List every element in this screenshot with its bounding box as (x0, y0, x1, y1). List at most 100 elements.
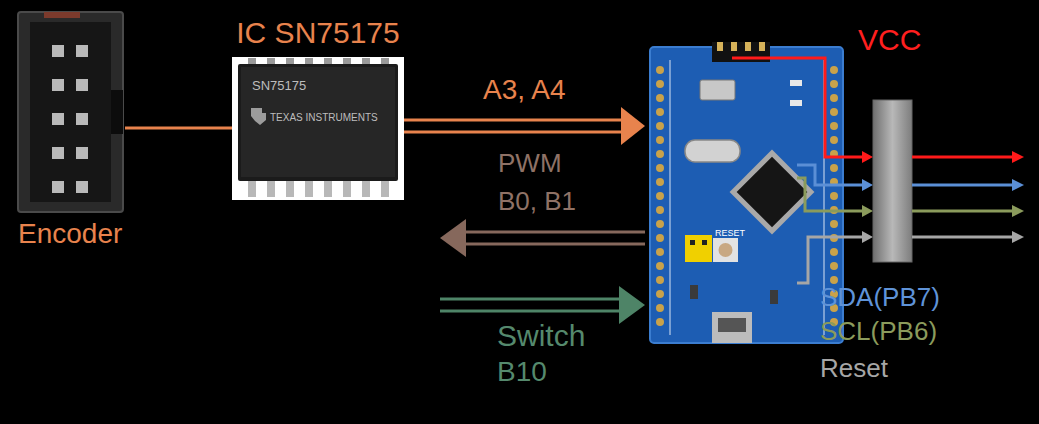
board-silkscreen: RESET (715, 228, 745, 239)
blue-pill-board-graphic-part-part (656, 276, 664, 284)
encoder-connector-graphic-part (76, 45, 88, 57)
output-wires-part (1012, 179, 1024, 191)
blue-pill-board-graphic-part-part (656, 122, 664, 130)
header-wires (732, 58, 873, 283)
label-holder: B0, B1 (498, 186, 576, 216)
blue-pill-board-graphic-part-part (656, 192, 664, 200)
header-wires-part (862, 179, 873, 191)
blue-pill-board-graphic-part-part (656, 248, 664, 256)
chip-photo-part (251, 108, 266, 125)
pin-label: SCL(PB6) (820, 316, 937, 346)
blue-pill-board-graphic-part (730, 150, 815, 235)
blue-pill-board-graphic-part-part (656, 150, 664, 158)
blue-pill-board-graphic-part (712, 312, 752, 343)
encoder-connector-graphic (18, 12, 123, 212)
blue-pill-board-graphic-part-part (830, 80, 838, 88)
chip-photo-part (241, 67, 395, 177)
blue-pill-board-graphic-part (670, 60, 671, 335)
switch-arrow-part (619, 286, 645, 324)
connector-line (404, 131, 623, 134)
blue-pill-board-graphic-part-part (830, 122, 838, 130)
blue-pill-board-graphic-part (713, 238, 738, 262)
encoder-connector-graphic-part (76, 181, 88, 193)
chip-marking: SN75175 (252, 78, 306, 94)
blue-pill-board-graphic-part-part (830, 262, 838, 270)
blue-pill-board-graphic-part (737, 157, 808, 228)
blue-pill-board-graphic-part-part (656, 206, 664, 214)
pwm-arrow (440, 219, 645, 257)
header-wires-part (862, 231, 873, 243)
blue-pill-board-graphic-part-part (656, 304, 664, 312)
blue-pill-board-graphic-part (685, 235, 712, 262)
blue-pill-board-graphic-part-part (656, 262, 664, 270)
header-wires-part (797, 165, 863, 185)
encoder-connector-graphic-part (111, 90, 123, 134)
encoder-connector-graphic-part (18, 12, 123, 212)
label-holder: SDA(PB7) (820, 282, 940, 312)
label-holder: A3, A4 (483, 74, 566, 106)
label-holder: SCL(PB6) (820, 316, 937, 346)
output-wires-part (912, 236, 1012, 239)
blue-pill-board-graphic-part-part (656, 234, 664, 242)
blue-pill-board-graphic-part (702, 240, 707, 245)
label-holder: PWM (498, 148, 562, 178)
pwm-arrow-part (440, 219, 466, 257)
blue-pill-board: RESET (645, 42, 845, 347)
chip-photo-part (381, 181, 389, 197)
blue-pill-board-graphic-part-part (830, 248, 838, 256)
output-wires-part (1012, 151, 1024, 163)
connector-label: A3, A4 (483, 74, 566, 106)
encoder-connector-graphic-part (76, 147, 88, 159)
chip-photo-part (324, 181, 332, 197)
chip-photo-part (305, 181, 313, 197)
chip-photo (232, 57, 404, 200)
ic-chip: IC SN75175SN75175TEXAS INSTRUMENTS (232, 15, 404, 200)
encoder-connector-graphic-part (44, 12, 80, 18)
encoder-header: Encoder (18, 12, 125, 252)
pin-label: Reset (820, 353, 888, 383)
signal-label: PWM (498, 148, 562, 178)
blue-pill-board-graphic-part-part (656, 66, 664, 74)
chip-photo-part (232, 57, 404, 200)
signal-connector (404, 107, 645, 145)
blue-pill-board-graphic-part-part (830, 220, 838, 228)
blue-pill-board-graphic-part (656, 66, 838, 326)
output-wires-part (1012, 231, 1024, 243)
blue-pill-board-graphic-part-part (656, 164, 664, 172)
blue-pill-board-graphic-part-part (830, 136, 838, 144)
label-holder: VCC (858, 22, 921, 57)
signal-label: Switch (497, 318, 585, 353)
encoder-connector-graphic-part (52, 45, 64, 57)
signal-connector (125, 128, 232, 129)
blue-pill-board-graphic-part (731, 42, 737, 51)
blue-pill-board-graphic-part-part (656, 80, 664, 88)
blue-pill-board-graphic-part (685, 140, 740, 162)
chip-maker: TEXAS INSTRUMENTS (270, 112, 378, 124)
blue-pill-board-graphic-part-part (656, 220, 664, 228)
blue-pill-board-graphic-part-part (830, 164, 838, 172)
output-connector (873, 100, 912, 262)
output-wires-part (912, 156, 1012, 159)
blue-pill-board-graphic-part-part (830, 192, 838, 200)
blue-pill-board-graphic-part (759, 42, 765, 51)
blue-pill-board-graphic-part (745, 42, 751, 51)
blue-pill-board-graphic-part (770, 290, 778, 304)
encoder-label: Encoder (18, 218, 122, 250)
switch-arrow-part (440, 298, 622, 301)
encoder-connector-graphic-part (52, 79, 64, 91)
chip-photo-part (362, 181, 370, 197)
label-holder: Switch (497, 318, 585, 353)
output-wires-part (912, 184, 1012, 187)
encoder-connector-graphic-part (52, 181, 64, 193)
blue-pill-board-graphic-part (790, 80, 802, 86)
blue-pill-board-graphic-part-part (830, 108, 838, 116)
chip-photo-part (267, 181, 275, 197)
chip-photo-part (343, 181, 351, 197)
connector-line (404, 119, 623, 122)
blue-pill-board-graphic-part (700, 80, 735, 100)
encoder-connector-graphic-part (52, 147, 64, 159)
encoder-connector-graphic-part (76, 79, 88, 91)
header-wires-part (797, 178, 863, 211)
